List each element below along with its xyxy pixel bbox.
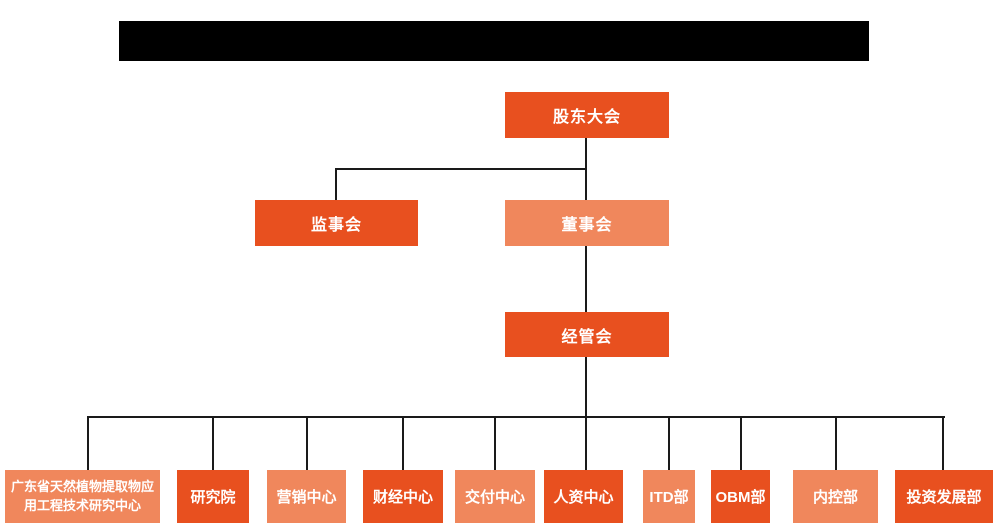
dept-node-internal-control: 内控部	[793, 470, 878, 523]
dept-node-research-center: 广东省天然植物提取物应用工程技术研究中心	[5, 470, 160, 523]
org-node-supervisory-board: 监事会	[255, 200, 418, 246]
redacted-title-bar	[119, 21, 869, 61]
connector-drop-itd	[668, 416, 670, 470]
connector-management-to-departments	[585, 357, 587, 470]
dept-node-hr-center: 人资中心	[544, 470, 623, 523]
org-node-board-of-directors: 董事会	[505, 200, 669, 246]
dept-node-finance-center: 财经中心	[363, 470, 443, 523]
connector-branch-horizontal	[335, 168, 587, 170]
org-node-shareholders-meeting: 股东大会	[505, 92, 669, 138]
connector-drop-research-institute	[212, 416, 214, 470]
org-node-management-committee: 经管会	[505, 312, 669, 357]
connector-drop-delivery	[494, 416, 496, 470]
dept-node-delivery-center: 交付中心	[455, 470, 535, 523]
connector-drop-finance	[402, 416, 404, 470]
connector-departments-horizontal	[87, 416, 945, 418]
connector-branch-to-supervisory	[335, 168, 337, 200]
connector-drop-marketing	[306, 416, 308, 470]
connector-drop-investment	[942, 416, 944, 470]
connector-drop-obm	[740, 416, 742, 470]
connector-board-to-management	[585, 246, 587, 312]
dept-node-itd: ITD部	[643, 470, 695, 523]
dept-node-investment-development: 投资发展部	[895, 470, 993, 523]
dept-node-obm: OBM部	[711, 470, 770, 523]
dept-node-marketing-center: 营销中心	[267, 470, 346, 523]
connector-drop-research-center	[87, 416, 89, 470]
dept-node-research-institute: 研究院	[177, 470, 249, 523]
connector-drop-internal-control	[835, 416, 837, 470]
